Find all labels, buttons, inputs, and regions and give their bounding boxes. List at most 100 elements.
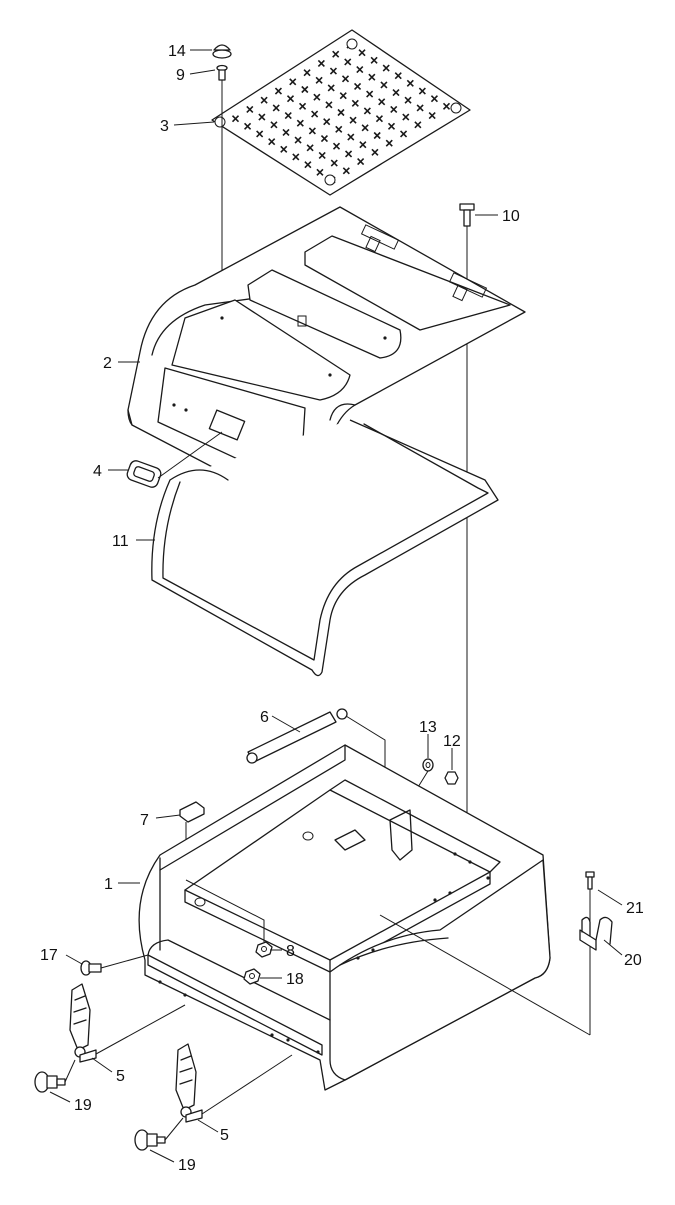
perforation bbox=[344, 58, 352, 66]
perforation bbox=[378, 98, 386, 106]
perforation bbox=[344, 150, 353, 158]
perforation bbox=[284, 112, 292, 120]
perforation bbox=[442, 102, 451, 110]
perforation bbox=[428, 112, 436, 120]
perforation bbox=[402, 113, 410, 121]
callout-7: 7 bbox=[140, 812, 149, 829]
assembly-line-latch-left bbox=[95, 1004, 186, 1055]
perforation bbox=[303, 69, 311, 77]
perforation bbox=[368, 73, 376, 81]
perforation bbox=[387, 122, 396, 130]
perforation bbox=[351, 99, 359, 107]
callout-1: 1 bbox=[104, 876, 113, 893]
perforation bbox=[292, 153, 300, 161]
perforation bbox=[363, 107, 371, 115]
knob-fastener bbox=[212, 44, 232, 59]
shoulder-bolt-right bbox=[134, 1129, 166, 1151]
perforation bbox=[356, 66, 364, 74]
perforation bbox=[406, 79, 414, 87]
perforation bbox=[380, 81, 388, 89]
perforation bbox=[270, 121, 278, 129]
perforation bbox=[317, 59, 325, 67]
callout-labels: 14 9 3 10 2 4 11 6 13 12 7 1 21 8 17 18 … bbox=[40, 43, 644, 1174]
perforation bbox=[258, 113, 266, 121]
callout-17: 17 bbox=[40, 947, 58, 964]
hex-nut-upper bbox=[255, 941, 273, 958]
perforation bbox=[390, 105, 398, 113]
perforation bbox=[296, 119, 304, 127]
perforation bbox=[342, 167, 350, 175]
perforation bbox=[335, 125, 343, 133]
perforation bbox=[304, 161, 312, 169]
perforation bbox=[306, 144, 314, 152]
callout-18: 18 bbox=[286, 971, 304, 988]
perforation bbox=[373, 131, 381, 140]
perforation bbox=[325, 101, 333, 109]
perforation bbox=[430, 95, 438, 103]
spring-clip-bracket bbox=[579, 916, 613, 951]
callout-12: 12 bbox=[443, 733, 461, 750]
perforation bbox=[382, 64, 390, 72]
rubber-bumper bbox=[179, 801, 205, 823]
washer bbox=[422, 758, 434, 772]
flange-bolt bbox=[80, 960, 102, 976]
perforation bbox=[256, 130, 264, 138]
perforation bbox=[394, 72, 402, 80]
callout-6: 6 bbox=[260, 709, 269, 726]
perforation bbox=[329, 67, 338, 75]
perforation bbox=[332, 142, 341, 150]
perforation bbox=[347, 133, 355, 141]
perforation bbox=[358, 49, 366, 57]
perforation bbox=[339, 92, 347, 100]
latch-right bbox=[175, 1043, 203, 1123]
frame-tube bbox=[151, 419, 499, 677]
perforation bbox=[231, 115, 240, 123]
latch-left bbox=[69, 983, 97, 1063]
perforation bbox=[311, 110, 319, 118]
perforation bbox=[357, 158, 365, 166]
leader-grommet-to-window bbox=[157, 431, 223, 479]
perforation bbox=[375, 115, 384, 123]
perforation bbox=[301, 85, 309, 94]
perforation bbox=[418, 87, 426, 95]
screw-small bbox=[585, 871, 595, 890]
lower-base bbox=[138, 744, 551, 1091]
callout-10: 10 bbox=[502, 208, 520, 225]
nut bbox=[444, 771, 459, 785]
callout-14: 14 bbox=[168, 43, 186, 60]
perforation bbox=[308, 127, 316, 135]
perforation bbox=[282, 128, 290, 136]
perforation bbox=[289, 78, 297, 86]
perforation bbox=[371, 148, 379, 156]
perforation bbox=[392, 89, 400, 97]
perforation bbox=[385, 139, 393, 147]
perforation bbox=[268, 138, 276, 146]
perforation bbox=[330, 159, 338, 167]
perforation bbox=[327, 84, 335, 92]
perforation bbox=[370, 56, 378, 64]
perforation bbox=[272, 104, 280, 112]
assembly-line-latch-right bbox=[201, 1054, 293, 1115]
callout-5-left: 5 bbox=[116, 1068, 125, 1085]
perforation bbox=[332, 50, 340, 58]
callout-3: 3 bbox=[160, 118, 169, 135]
perforation bbox=[320, 135, 329, 143]
perforation bbox=[280, 145, 288, 153]
callout-11: 11 bbox=[112, 533, 129, 550]
perforation bbox=[286, 95, 295, 103]
callout-9: 9 bbox=[176, 67, 185, 84]
perforation bbox=[244, 122, 252, 130]
callout-19-right: 19 bbox=[178, 1157, 196, 1174]
leader-lines bbox=[49, 49, 623, 1163]
perforation bbox=[399, 130, 408, 138]
callout-2: 2 bbox=[103, 355, 112, 372]
perforation bbox=[349, 116, 357, 124]
perforation-pattern bbox=[231, 41, 451, 184]
assembly-line-flange-bolt bbox=[100, 954, 149, 969]
callout-20: 20 bbox=[624, 952, 642, 969]
perforation bbox=[361, 124, 369, 132]
hex-nut-lower bbox=[243, 968, 261, 985]
perforation bbox=[318, 151, 326, 159]
